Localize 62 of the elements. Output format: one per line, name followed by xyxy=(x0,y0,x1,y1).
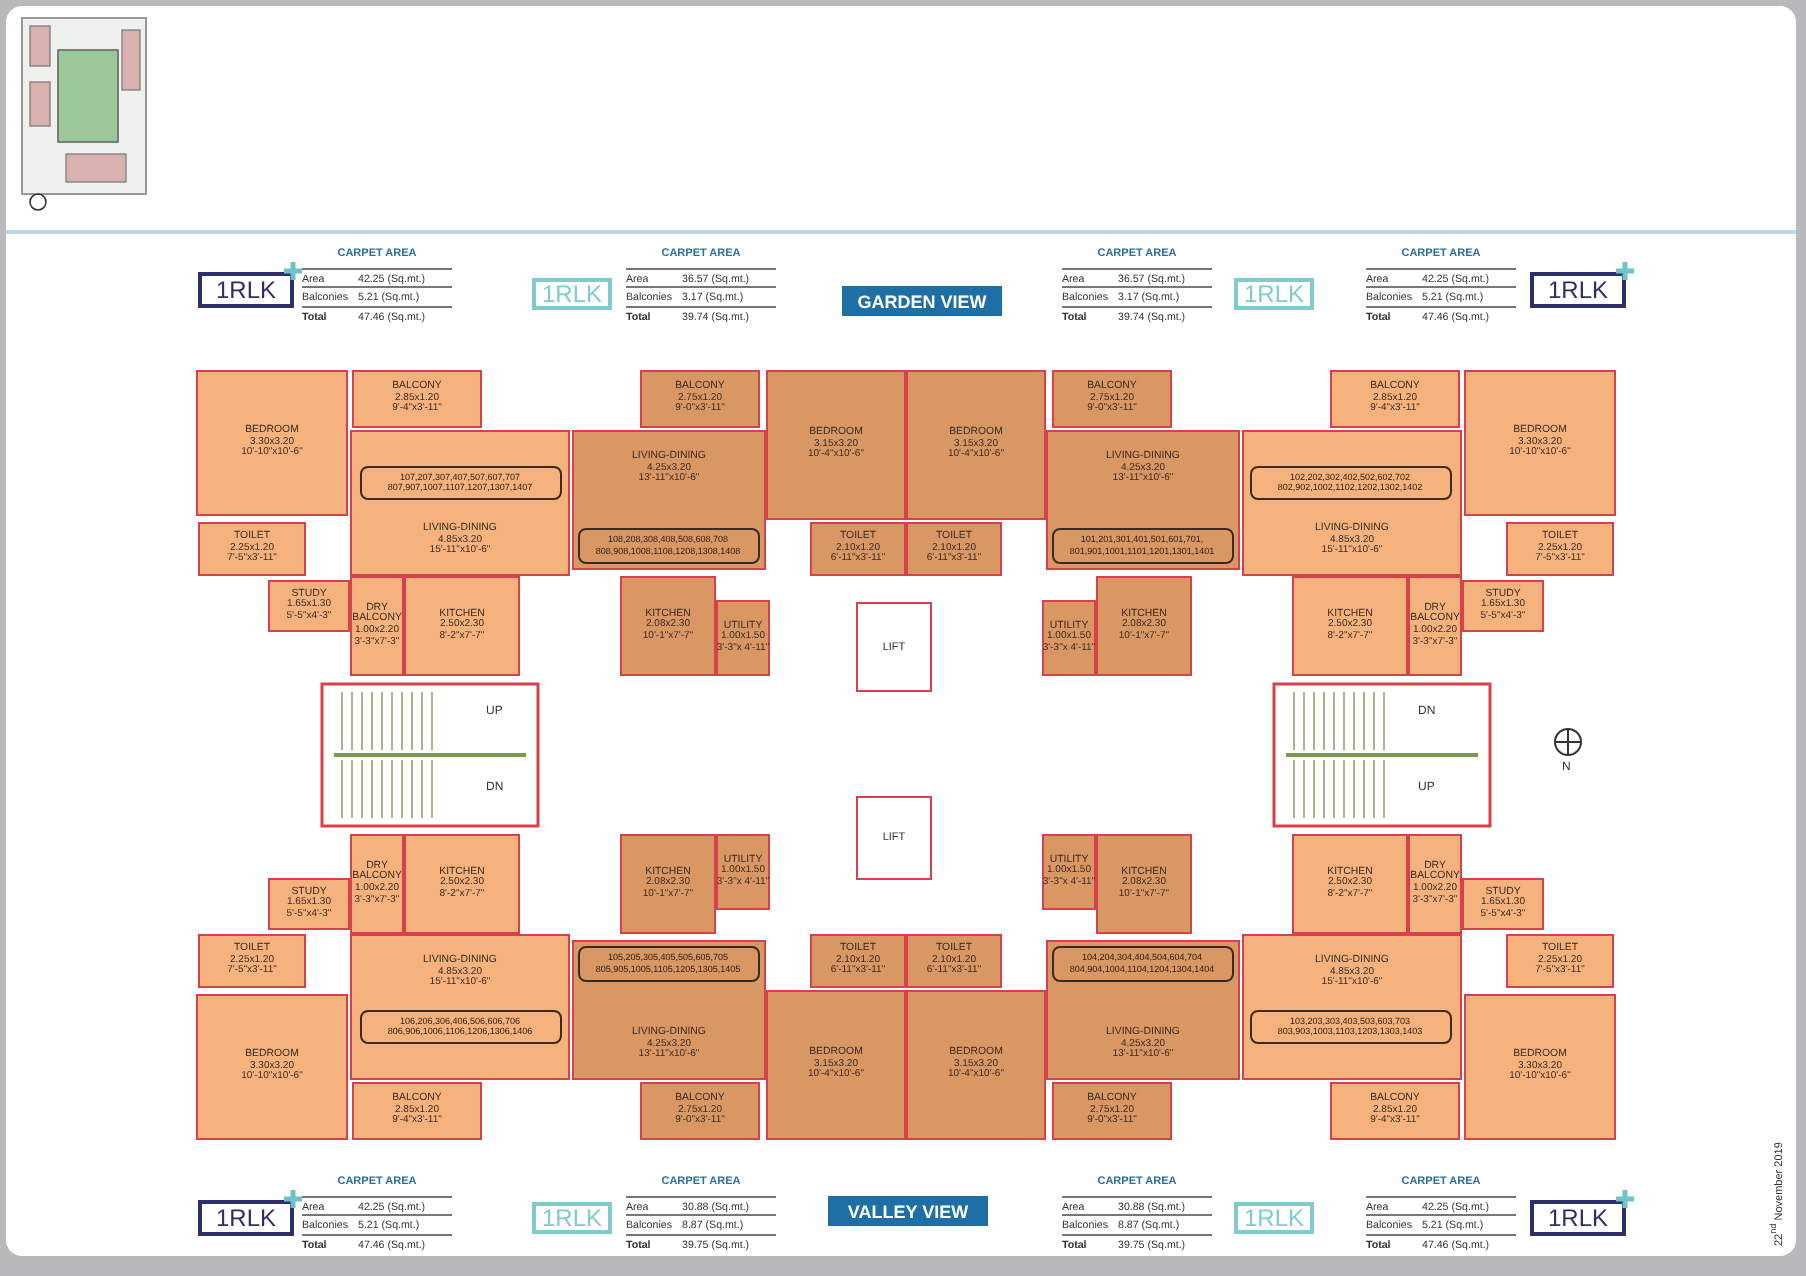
room xyxy=(404,576,520,676)
room xyxy=(1330,370,1460,428)
room xyxy=(572,430,766,570)
room xyxy=(1462,878,1544,930)
room xyxy=(1046,940,1240,1080)
room xyxy=(620,834,716,934)
room xyxy=(1242,934,1462,1080)
room xyxy=(268,580,350,632)
unit-type-badge: 1RLK xyxy=(1234,278,1314,310)
room xyxy=(906,990,1046,1140)
unit-type-badge: 1RLK xyxy=(1530,1200,1626,1236)
unit-type-badge: 1RLK xyxy=(532,278,612,310)
room xyxy=(640,370,760,428)
room xyxy=(1292,576,1408,676)
room xyxy=(1242,430,1462,576)
room xyxy=(766,370,906,520)
room xyxy=(1046,430,1240,570)
room xyxy=(1096,834,1192,934)
room xyxy=(350,834,404,934)
room xyxy=(1042,600,1096,676)
view-title: VALLEY VIEW xyxy=(828,1196,988,1226)
unit-type-badge: 1RLK xyxy=(532,1202,612,1234)
room xyxy=(350,576,404,676)
room xyxy=(1506,934,1614,988)
room xyxy=(404,834,520,934)
room xyxy=(350,430,570,576)
room xyxy=(198,522,306,576)
room xyxy=(1464,370,1616,516)
room xyxy=(572,940,766,1080)
room xyxy=(196,994,348,1140)
room xyxy=(1408,834,1462,934)
room xyxy=(1292,834,1408,934)
unit-type-badge: 1RLK xyxy=(1530,272,1626,308)
room xyxy=(810,522,906,576)
room xyxy=(1506,522,1614,576)
unit-type-badge: 1RLK xyxy=(198,1200,294,1236)
room xyxy=(352,370,482,428)
room xyxy=(716,600,770,676)
room xyxy=(810,934,906,988)
unit-type-badge: 1RLK xyxy=(1234,1202,1314,1234)
room xyxy=(906,522,1002,576)
room xyxy=(1052,370,1172,428)
view-title: GARDEN VIEW xyxy=(842,286,1002,316)
room xyxy=(1462,580,1544,632)
room xyxy=(196,370,348,516)
room xyxy=(352,1082,482,1140)
room xyxy=(906,934,1002,988)
room xyxy=(1330,1082,1460,1140)
room xyxy=(268,878,350,930)
room xyxy=(1464,994,1616,1140)
room xyxy=(198,934,306,988)
room xyxy=(620,576,716,676)
room xyxy=(1042,834,1096,910)
room xyxy=(1096,576,1192,676)
room xyxy=(906,370,1046,520)
room xyxy=(1052,1082,1172,1140)
room xyxy=(1408,576,1462,676)
room xyxy=(350,934,570,1080)
room xyxy=(766,990,906,1140)
unit-type-badge: 1RLK xyxy=(198,272,294,308)
room xyxy=(716,834,770,910)
room xyxy=(640,1082,760,1140)
